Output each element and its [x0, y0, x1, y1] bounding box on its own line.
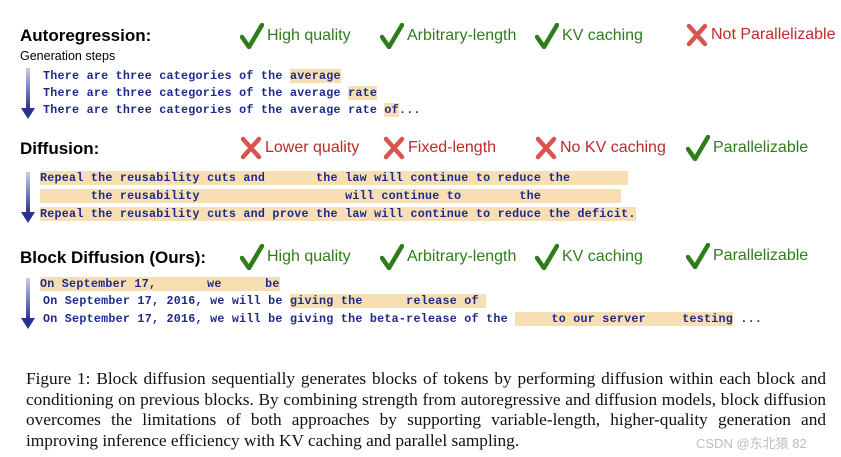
bd-line-1: On September 17, we be — [40, 277, 280, 291]
badge-lower-quality: Lower quality — [240, 136, 359, 160]
watermark: CSDN @东北猿 82 — [696, 436, 807, 451]
check-icon — [535, 244, 559, 270]
badge-label: Arbitrary-length — [407, 248, 517, 265]
badge-label: Parallelizable — [713, 139, 809, 156]
cross-icon — [535, 136, 557, 160]
check-icon — [686, 243, 710, 269]
check-icon — [380, 23, 404, 49]
ar-line-3: There are three categories of the averag… — [43, 103, 421, 117]
badge-high-quality: High quality — [240, 244, 351, 270]
bd-line-3: On September 17, 2016, we will be giving… — [43, 312, 763, 326]
check-icon — [686, 135, 710, 161]
ar-line-2: There are three categories of the averag… — [43, 86, 378, 100]
down-arrow-icon — [21, 278, 35, 329]
diffusion-block: the reusability will continue to the — [40, 189, 622, 203]
down-arrow-icon — [21, 68, 35, 119]
generation-steps-label: Generation steps — [20, 49, 116, 63]
block-diffusion-heading: Block Diffusion (Ours): — [20, 248, 207, 267]
badge-label: High quality — [267, 27, 351, 44]
diff-line-2: the reusability will continue to the — [40, 189, 622, 203]
ar-line-1: There are three categories of the averag… — [43, 69, 341, 83]
autoregression-heading: Autoregression: — [20, 26, 152, 45]
badge-high-quality: High quality — [240, 23, 351, 49]
cross-icon — [240, 136, 262, 160]
badge-label: KV caching — [562, 27, 643, 44]
diff-line-1: Repeal the reusability cuts and the law … — [40, 171, 629, 185]
badge-label: No KV caching — [560, 139, 666, 156]
badge-not-parallelizable: Not Parallelizable — [686, 23, 836, 47]
badge-label: Parallelizable — [713, 247, 809, 264]
diffusion-block: Repeal the reusability cuts and the law … — [40, 171, 629, 185]
diffusion-block: Repeal the reusability cuts and prove th… — [40, 207, 636, 221]
diffusion-block: giving the release of — [289, 294, 487, 308]
diffusion-block: to our server testing — [515, 312, 734, 326]
badge-kv-caching: KV caching — [535, 23, 643, 49]
diffusion-block: On September 17, we be — [40, 277, 280, 291]
generated-token: rate — [348, 86, 378, 100]
diff-line-3: Repeal the reusability cuts and prove th… — [40, 207, 636, 221]
badge-label: Not Parallelizable — [711, 26, 836, 43]
check-icon — [240, 23, 264, 49]
badge-parallelizable: Parallelizable — [686, 135, 808, 161]
badge-kv-caching: KV caching — [535, 244, 643, 270]
cross-icon — [686, 23, 708, 47]
badge-label: KV caching — [562, 248, 643, 265]
badge-label: Arbitrary-length — [407, 27, 517, 44]
generated-token: average — [289, 69, 341, 83]
bd-line-2: On September 17, 2016, we will be giving… — [43, 294, 487, 308]
cross-icon — [383, 136, 405, 160]
figure-caption: Figure 1: Block diffusion sequentially g… — [26, 369, 826, 450]
down-arrow-icon — [21, 172, 35, 223]
badge-arbitrary-length: Arbitrary-length — [380, 23, 516, 49]
badge-no-kv-caching: No KV caching — [535, 136, 666, 160]
generated-token: of — [384, 103, 399, 117]
badge-parallelizable: Parallelizable — [686, 243, 808, 269]
badge-label: High quality — [267, 248, 351, 265]
check-icon — [380, 244, 404, 270]
diffusion-heading: Diffusion: — [20, 139, 100, 158]
badge-arbitrary-length: Arbitrary-length — [380, 244, 516, 270]
check-icon — [535, 23, 559, 49]
check-icon — [240, 244, 264, 270]
badge-fixed-length: Fixed-length — [383, 136, 496, 160]
badge-label: Fixed-length — [408, 139, 497, 156]
badge-label: Lower quality — [265, 139, 360, 156]
